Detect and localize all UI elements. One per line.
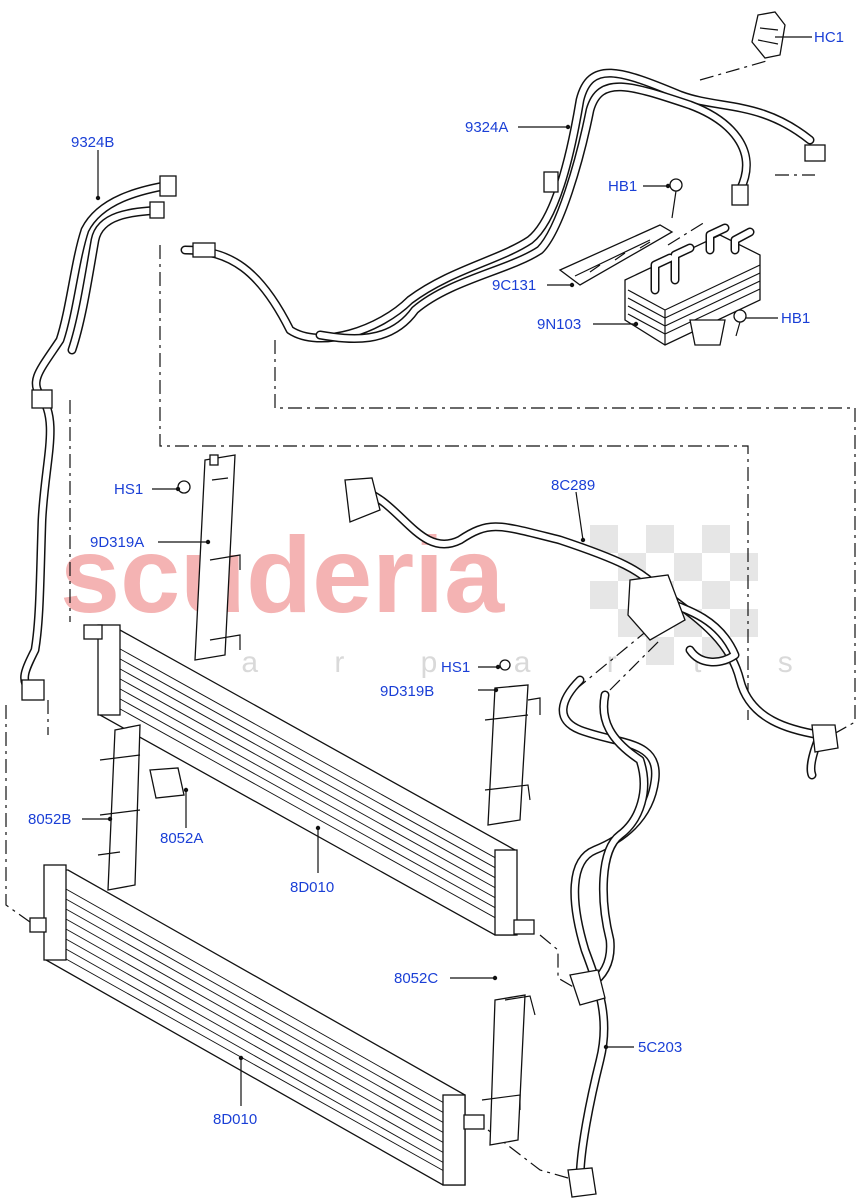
cooler-8d010-lower: [29, 864, 485, 1186]
callout-hb1-right: HB1: [781, 310, 810, 327]
callout-labels: HC1 9324A 9324B HB1 9C131 9N103 HB1 HS1 …: [28, 29, 844, 1128]
callout-9d319b: 9D319B: [380, 683, 434, 700]
callout-8d010-lower: 8D010: [213, 1111, 257, 1128]
callout-8d010-upper: 8D010: [290, 879, 334, 896]
bracket-9d319b: [484, 659, 541, 826]
callout-9324a: 9324A: [465, 119, 508, 136]
callout-hs1-mid: HS1: [441, 659, 470, 676]
callout-9c131: 9C131: [492, 277, 536, 294]
clip-hc1: [751, 11, 786, 59]
hose-5c203: [558, 675, 660, 1198]
hose-9324a: [180, 68, 826, 344]
callout-8c289: 8C289: [551, 477, 595, 494]
callout-9n103: 9N103: [537, 316, 581, 333]
callout-hb1-top: HB1: [608, 178, 637, 195]
leader-lines: [82, 36, 812, 1106]
callout-hs1-top: HS1: [114, 481, 143, 498]
brackets-8052: [97, 724, 536, 1146]
bracket-9d319a: [177, 454, 241, 661]
callout-8052b: 8052B: [28, 811, 71, 828]
callout-8052c: 8052C: [394, 970, 438, 987]
bolts-hb1: [669, 178, 747, 337]
callout-9d319a: 9D319A: [90, 534, 144, 551]
callout-8052a: 8052A: [160, 830, 203, 847]
watermark-main: scuderia: [60, 514, 505, 635]
callout-5c203: 5C203: [638, 1039, 682, 1056]
hose-8c289: [344, 477, 839, 780]
callout-hc1: HC1: [814, 29, 844, 46]
watermark: scuderia c a r p a r t s: [60, 514, 827, 679]
assembly-lines: [5, 59, 856, 1179]
watermark-sub: c a r p a r t s: [150, 646, 827, 679]
callout-9324b: 9324B: [71, 134, 114, 151]
cooler-8d010-upper: [83, 624, 535, 936]
oil-cooler-9n103: [558, 223, 761, 346]
hose-9324b: [20, 175, 177, 701]
